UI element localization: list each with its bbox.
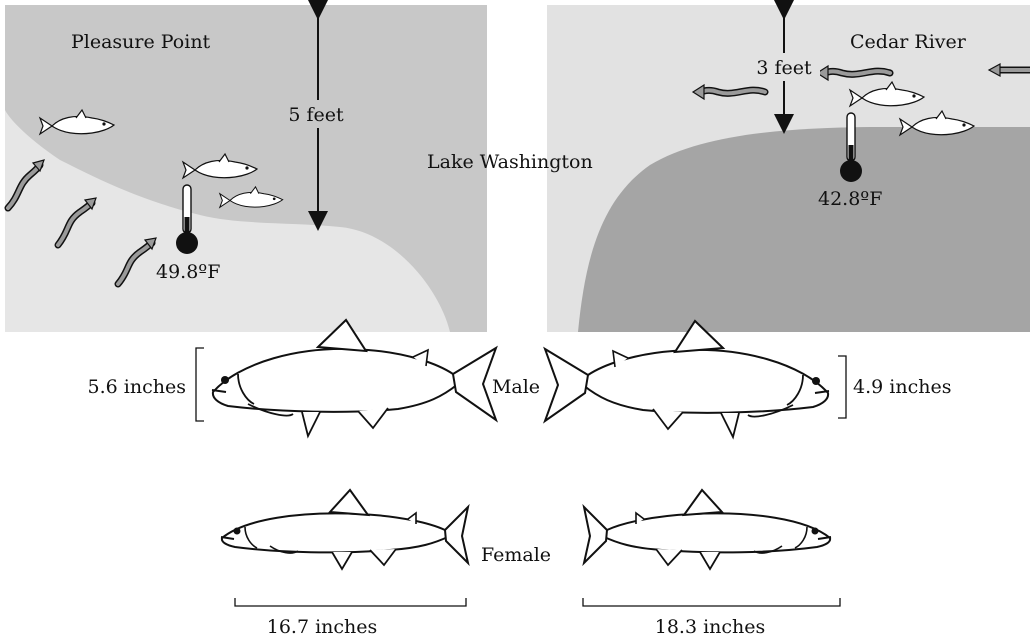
right-male-height-bracket — [838, 356, 846, 418]
left-temperature-label: 49.8ºF — [156, 261, 220, 283]
left-site-label: Pleasure Point — [71, 31, 211, 53]
right-female-fish — [584, 490, 831, 569]
female-label: Female — [481, 544, 551, 566]
lake-label: Lake Washington — [427, 151, 593, 173]
left-female-length-label: 16.7 inches — [267, 616, 378, 638]
male-label: Male — [492, 376, 540, 398]
left-female-length-bracket — [235, 598, 466, 606]
left-male-height-bracket — [196, 348, 204, 421]
left-female-fish — [221, 490, 468, 569]
left-male-fish — [212, 320, 496, 436]
right-temperature-label: 42.8ºF — [818, 188, 882, 210]
right-site-label: Cedar River — [850, 31, 967, 53]
left-depth-label: 5 feet — [288, 104, 344, 126]
left-male-height-label: 5.6 inches — [88, 376, 186, 398]
right-female-length-label: 18.3 inches — [655, 616, 766, 638]
right-male-fish — [545, 321, 829, 437]
right-female-length-bracket — [583, 598, 840, 606]
right-depth-label: 3 feet — [756, 57, 812, 79]
right-male-height-label: 4.9 inches — [853, 376, 951, 398]
